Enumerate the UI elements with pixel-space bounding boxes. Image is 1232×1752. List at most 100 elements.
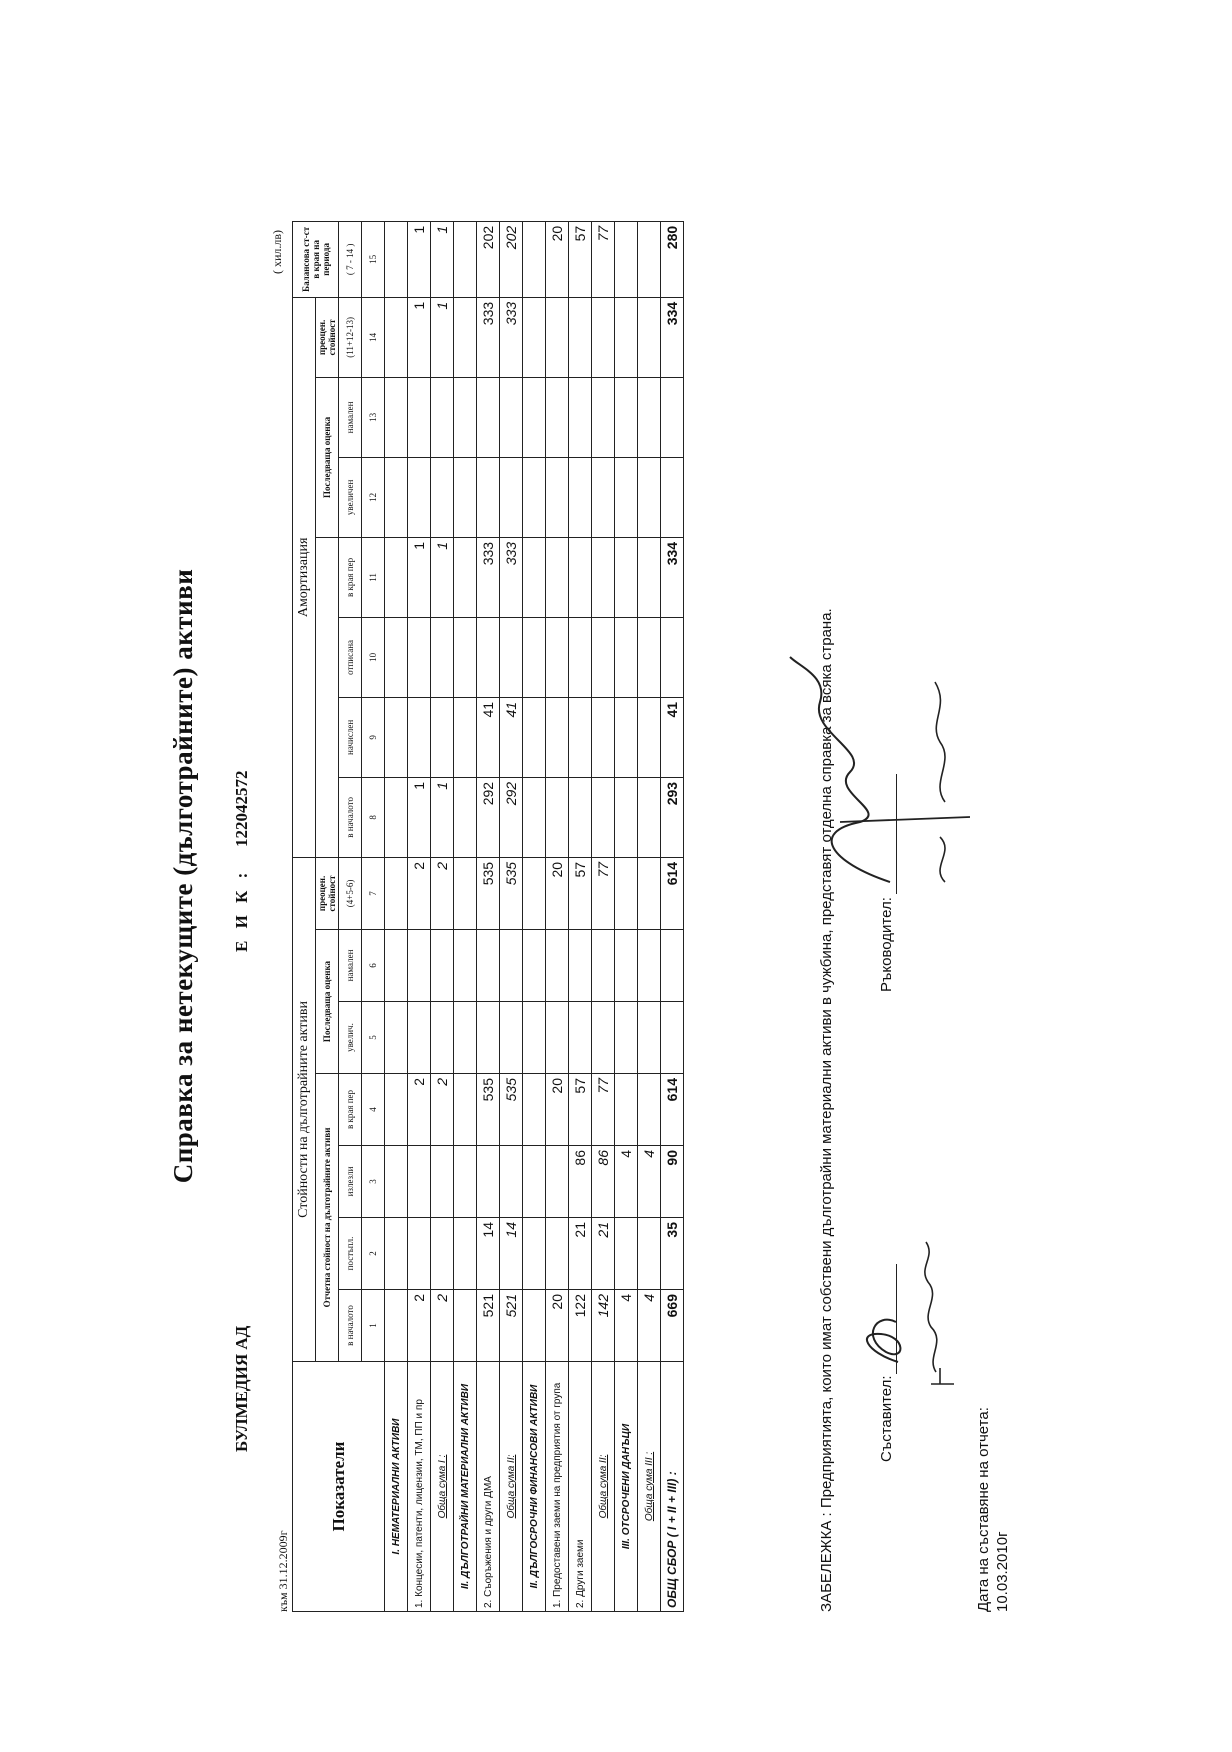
value-cell xyxy=(591,457,615,538)
value-cell xyxy=(407,929,431,1002)
value-cell xyxy=(407,617,431,698)
indicators-header: Показатели xyxy=(292,1361,385,1612)
value-cell: 521 xyxy=(476,1289,500,1362)
value-cell xyxy=(614,377,638,458)
value-cell xyxy=(453,697,477,778)
row-label: 2. Съоръжения и други ДМА xyxy=(476,1361,500,1612)
column-number: 11 xyxy=(361,537,385,618)
value-cell xyxy=(430,377,454,458)
value-cell: 292 xyxy=(476,777,500,858)
value-cell xyxy=(614,297,638,378)
row-label: Обща сума II: xyxy=(499,1361,523,1612)
value-cell: 334 xyxy=(660,537,684,618)
value-cell xyxy=(453,1145,477,1218)
value-cell xyxy=(591,929,615,1002)
subheader-cell: в края пер xyxy=(338,537,362,618)
value-cell xyxy=(453,1073,477,1146)
value-cell xyxy=(407,697,431,778)
value-cell xyxy=(384,537,408,618)
column-number: 2 xyxy=(361,1217,385,1290)
subheader-cell: постъпл. xyxy=(338,1217,362,1290)
value-cell xyxy=(545,457,569,538)
value-cell: 41 xyxy=(660,697,684,778)
value-cell xyxy=(453,377,477,458)
value-cell xyxy=(453,1001,477,1074)
value-cell xyxy=(614,537,638,618)
value-cell xyxy=(545,1001,569,1074)
value-cell xyxy=(522,1145,546,1218)
value-cell xyxy=(407,1217,431,1290)
value-cell xyxy=(407,457,431,538)
value-cell: 20 xyxy=(545,857,569,930)
value-cell xyxy=(453,1217,477,1290)
value-cell xyxy=(522,221,546,298)
value-cell xyxy=(430,1145,454,1218)
subheader-cell: (4+5-6) xyxy=(338,857,362,930)
value-cell xyxy=(453,1289,477,1362)
value-cell xyxy=(522,1217,546,1290)
value-cell xyxy=(384,297,408,378)
units-label: ( хил.лв) xyxy=(270,229,284,274)
value-cell xyxy=(522,1289,546,1362)
row-label: II. ДЪЛГОСРОЧНИ ФИНАНСОВИ АКТИВИ xyxy=(522,1361,546,1612)
subheader-cell: ( 7 - 14 ) xyxy=(338,221,362,298)
value-cell xyxy=(591,537,615,618)
date-label: Дата на съставяне на отчета: xyxy=(975,1407,992,1612)
row-label: III. ОТСРОЧЕНИ ДАНЪЦИ xyxy=(614,1361,638,1612)
value-cell xyxy=(568,777,592,858)
row-label: 1. Предоставени заеми на предприятия от … xyxy=(545,1361,569,1612)
value-cell xyxy=(453,457,477,538)
subheader-cell: отписана xyxy=(338,617,362,698)
value-cell xyxy=(430,457,454,538)
column-number: 5 xyxy=(361,1001,385,1074)
value-cell xyxy=(430,1217,454,1290)
value-cell: 2 xyxy=(407,1073,431,1146)
value-cell xyxy=(453,617,477,698)
value-cell xyxy=(637,1073,661,1146)
value-cell: 614 xyxy=(660,1073,684,1146)
value-cell xyxy=(522,697,546,778)
value-cell xyxy=(384,617,408,698)
value-cell xyxy=(545,1217,569,1290)
value-cell: 334 xyxy=(660,297,684,378)
value-cell xyxy=(545,777,569,858)
value-cell xyxy=(407,1145,431,1218)
value-cell: 293 xyxy=(660,777,684,858)
value-cell xyxy=(384,857,408,930)
value-cell: 1 xyxy=(407,297,431,378)
subheader-cell: увелич. xyxy=(338,1001,362,1074)
value-cell: 535 xyxy=(499,857,523,930)
value-cell: 1 xyxy=(407,777,431,858)
value-cell xyxy=(522,857,546,930)
value-cell: 4 xyxy=(614,1289,638,1362)
value-cell xyxy=(384,929,408,1002)
value-cell xyxy=(499,929,523,1002)
value-cell xyxy=(499,1145,523,1218)
value-cell: 21 xyxy=(568,1217,592,1290)
column-number: 10 xyxy=(361,617,385,698)
value-cell: 14 xyxy=(499,1217,523,1290)
column-number: 13 xyxy=(361,377,385,458)
value-cell xyxy=(637,617,661,698)
value-cell xyxy=(591,777,615,858)
subheader-cell: намален xyxy=(338,929,362,1002)
value-cell: 4 xyxy=(614,1145,638,1218)
value-cell: 20 xyxy=(545,1073,569,1146)
value-cell xyxy=(476,929,500,1002)
row-label: ОБЩ СБОР ( I + II + III) : xyxy=(660,1361,684,1612)
value-cell: 292 xyxy=(499,777,523,858)
value-cell xyxy=(637,777,661,858)
compiler-signature-icon xyxy=(866,1241,954,1385)
value-cell: 535 xyxy=(476,857,500,930)
value-cell xyxy=(637,297,661,378)
value-cell xyxy=(453,297,477,378)
value-cell xyxy=(545,697,569,778)
value-cell xyxy=(660,377,684,458)
report-period: към 31.12.2009г xyxy=(276,1530,290,1612)
value-cell xyxy=(637,457,661,538)
value-cell: 1 xyxy=(430,537,454,618)
value-cell: 41 xyxy=(476,697,500,778)
